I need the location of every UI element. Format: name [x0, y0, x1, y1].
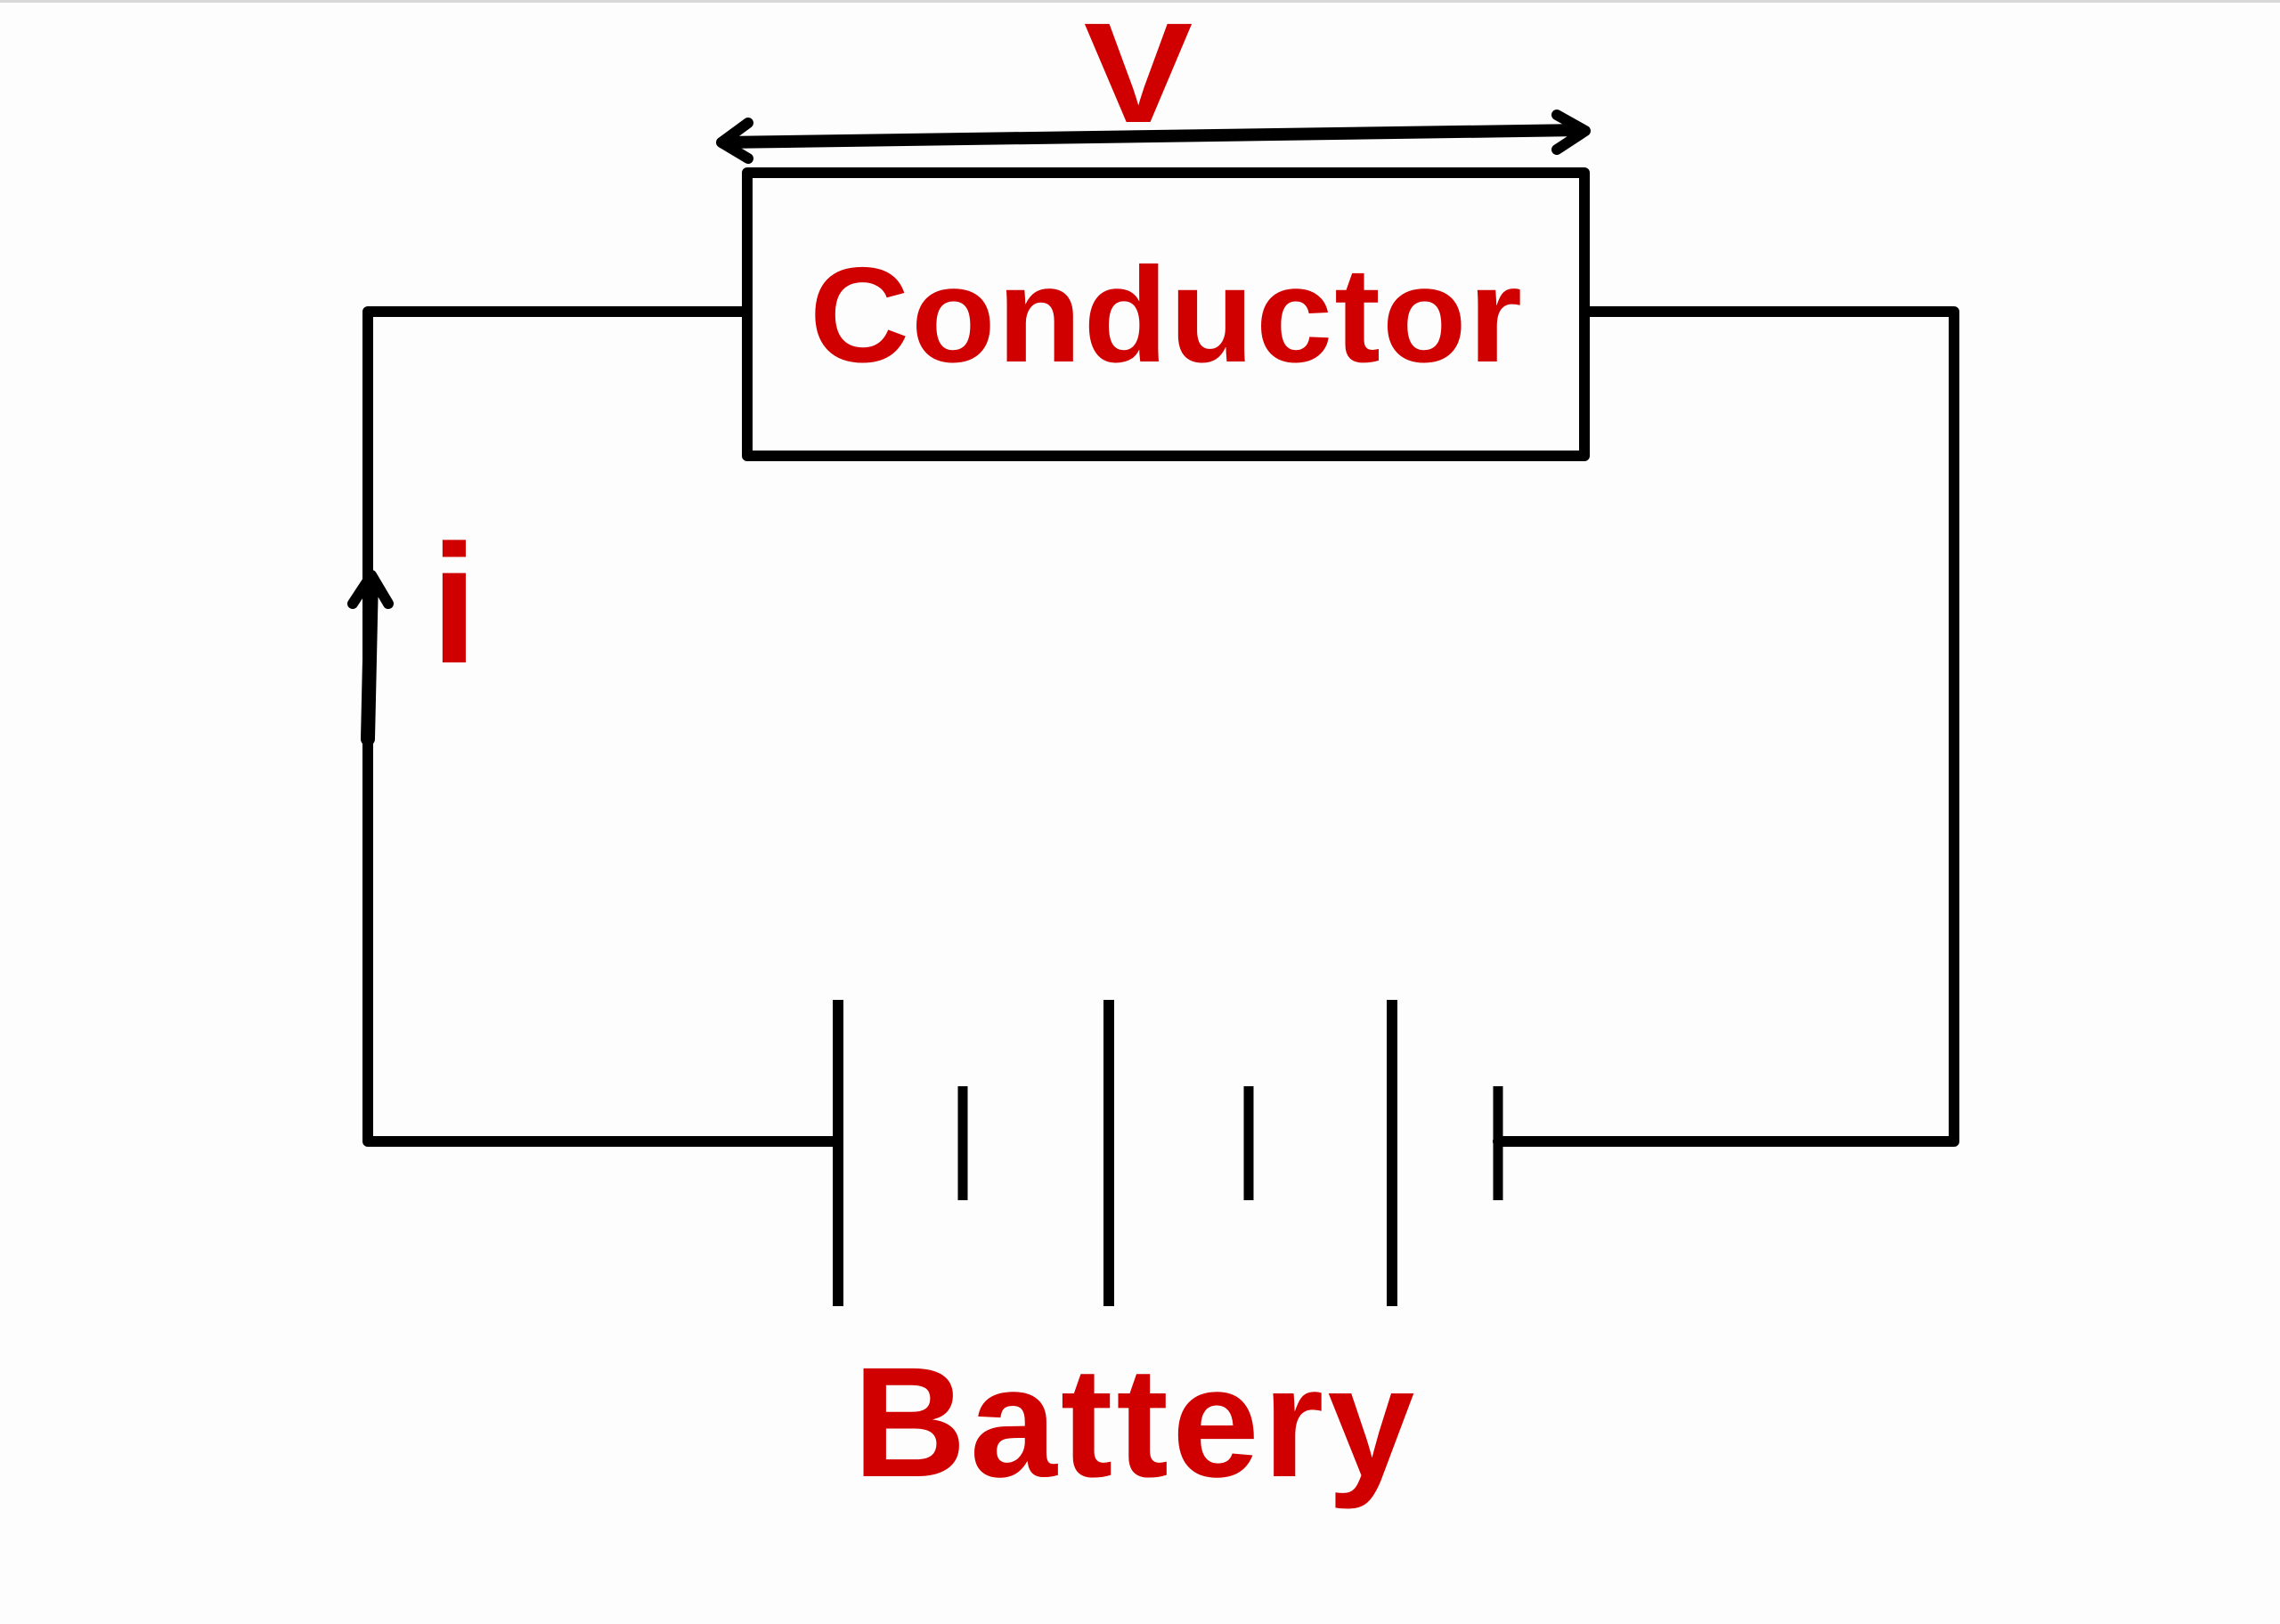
voltage-arrow-left-head — [716, 118, 753, 164]
wire-left — [362, 306, 843, 1147]
conductor-label: Conductor — [809, 240, 1525, 391]
voltage-label: V — [1083, 0, 1193, 152]
voltage-arrow-shaft — [717, 124, 1588, 149]
wire-right — [1493, 306, 1959, 1147]
battery-label: Battery — [852, 1336, 1419, 1510]
top-border — [0, 0, 2280, 3]
current-label: i — [430, 510, 478, 699]
current-arrow-shaft — [361, 572, 379, 746]
voltage-arrow-right-head — [1551, 110, 1591, 155]
